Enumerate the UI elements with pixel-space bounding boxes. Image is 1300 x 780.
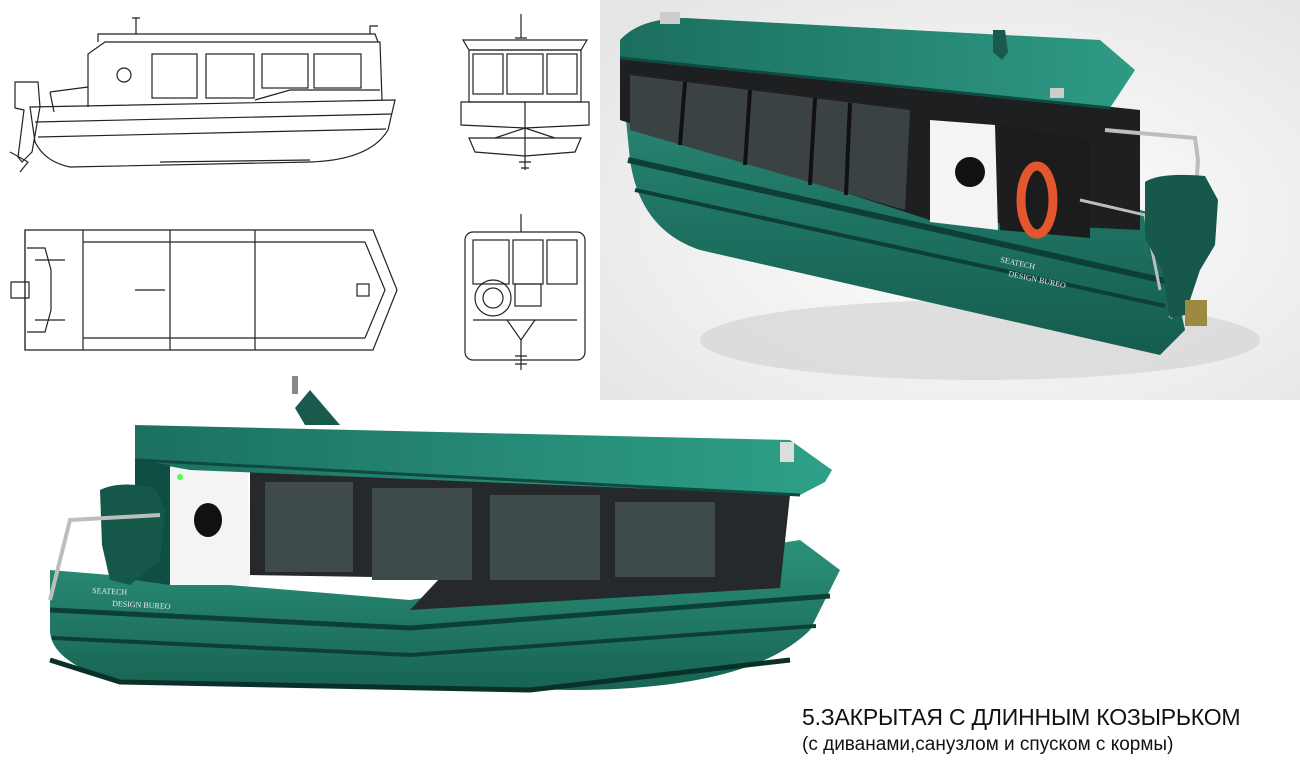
side-elevation-drawing — [10, 12, 410, 182]
plan-view-drawing — [5, 220, 405, 360]
rear-plan-drawing — [455, 210, 595, 375]
caption-subtitle: (с диванами,санузлом и спуском с кормы) — [802, 734, 1174, 755]
hull-brand-bottom-2: DESIGN BUREO — [112, 599, 171, 611]
hull-brand-bottom-1: SEATECH — [92, 586, 128, 597]
caption: 5.ЗАКРЫТАЯ С ДЛИННЫМ КОЗЫРЬКОМ (с дивана… — [802, 702, 1282, 758]
boat-render-rear-three-quarter: SEATECH DESIGN BUREO — [600, 0, 1300, 400]
boat-render-front-three-quarter: SEATECH DESIGN BUREO — [10, 370, 850, 730]
caption-title: 5.ЗАКРЫТАЯ С ДЛИННЫМ КОЗЫРЬКОМ — [802, 704, 1241, 730]
front-elevation-drawing — [455, 10, 595, 175]
